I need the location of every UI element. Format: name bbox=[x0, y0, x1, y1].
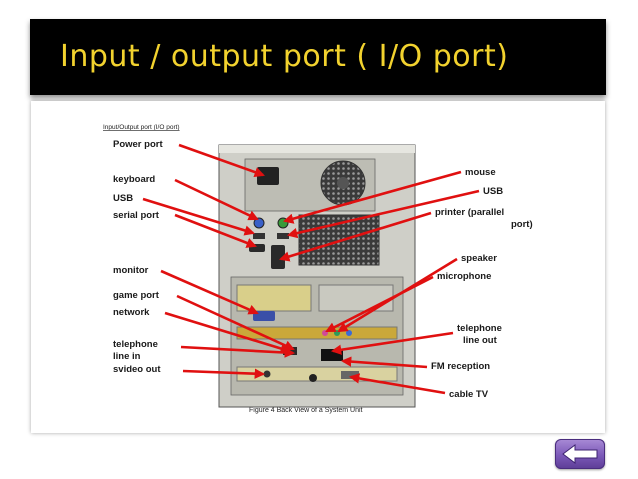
label-serial-port: serial port bbox=[113, 210, 160, 221]
label-line-out: line out bbox=[463, 335, 498, 346]
diagram-figure: Input/Output port (I/O port) Figure 4 Ba… bbox=[31, 101, 605, 433]
label-microphone: microphone bbox=[437, 271, 491, 282]
arrow-usb-left bbox=[142, 197, 255, 236]
arrow-usb-right bbox=[286, 189, 480, 239]
label-usb-left: USB bbox=[113, 193, 133, 204]
label-fm-reception: FM reception bbox=[431, 361, 490, 372]
arrow-serial-port bbox=[174, 213, 257, 248]
label-speaker: speaker bbox=[461, 253, 497, 264]
title-bar: Input / output port ( I/O port) bbox=[30, 19, 606, 95]
arrow-network bbox=[164, 311, 291, 354]
label-keyboard: keyboard bbox=[113, 174, 155, 185]
arrow-svideo-out bbox=[182, 368, 266, 379]
label-telephone-right: telephone bbox=[457, 323, 502, 334]
diagram-caption: Figure 4 Back View of a System Unit bbox=[249, 407, 363, 414]
io-port-diagram: Input/Output port (I/O port) Figure 4 Ba… bbox=[103, 124, 533, 414]
label-game-port: game port bbox=[113, 290, 160, 301]
arrow-telephone-line-out bbox=[330, 331, 454, 355]
label-monitor: monitor bbox=[113, 265, 149, 276]
slide-title: Input / output port ( I/O port) bbox=[60, 39, 509, 74]
arrow-fm-reception bbox=[340, 356, 428, 369]
pointer-arrows bbox=[142, 143, 480, 395]
arrow-monitor bbox=[160, 269, 259, 315]
system-unit-back-view bbox=[218, 144, 416, 408]
label-printer-port: port) bbox=[511, 219, 533, 230]
arrow-mouse bbox=[282, 170, 462, 224]
back-button[interactable] bbox=[555, 439, 605, 469]
power-socket-icon bbox=[257, 167, 279, 185]
diagram-header: Input/Output port (I/O port) bbox=[103, 124, 180, 131]
label-cable-tv: cable TV bbox=[449, 389, 489, 400]
label-line-in: line in bbox=[113, 351, 141, 362]
arrow-power-port bbox=[178, 143, 265, 178]
back-arrow-icon bbox=[562, 444, 598, 464]
label-svideo-out: svideo out bbox=[113, 364, 161, 375]
arrow-microphone bbox=[325, 275, 434, 333]
arrow-keyboard bbox=[174, 178, 259, 221]
label-power-port: Power port bbox=[113, 139, 163, 150]
arrow-telephone-line-in bbox=[180, 345, 296, 358]
arrow-cable-tv bbox=[348, 373, 446, 395]
label-mouse: mouse bbox=[465, 167, 496, 178]
label-printer-parallel: printer (parallel bbox=[435, 207, 504, 218]
arrow-game-port bbox=[176, 294, 295, 351]
arrow-printer bbox=[279, 211, 432, 262]
label-telephone-left: telephone bbox=[113, 339, 158, 350]
label-network: network bbox=[113, 307, 150, 318]
label-usb-right: USB bbox=[483, 186, 503, 197]
